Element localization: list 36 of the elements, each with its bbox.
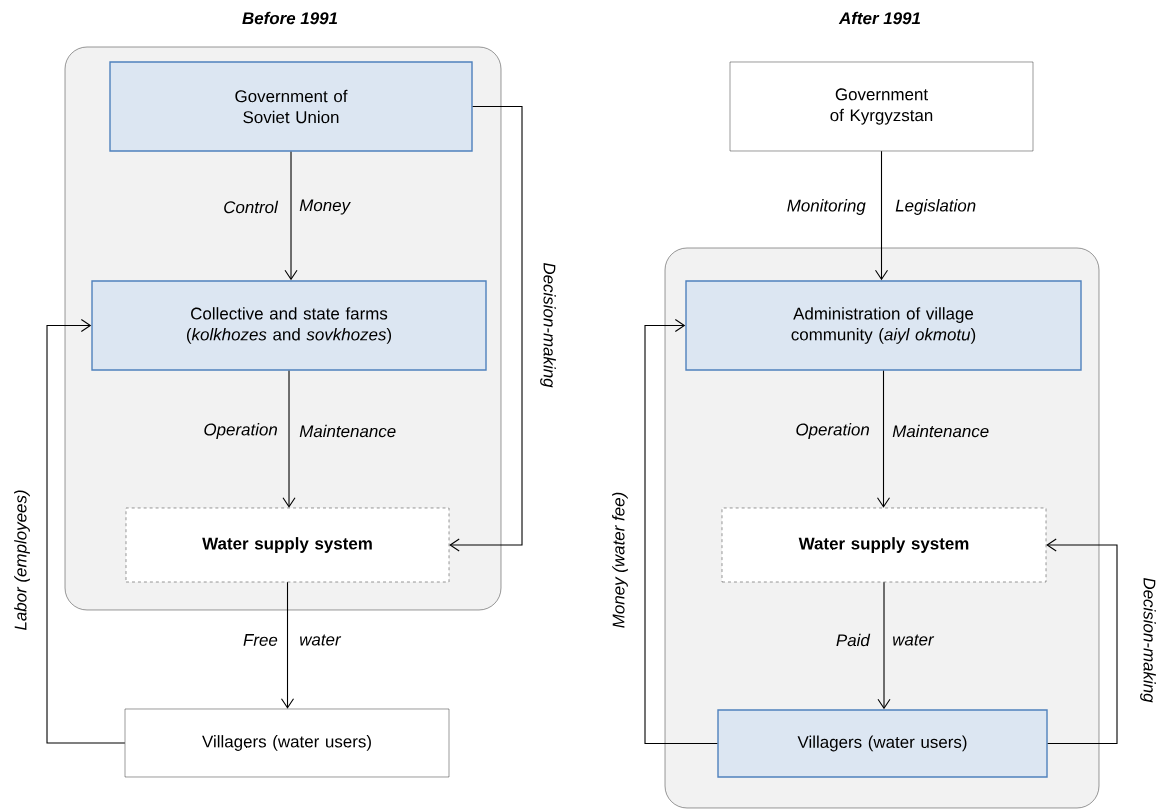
edge-label: Decision-making	[540, 262, 556, 388]
arrow	[280, 581, 295, 709]
flow-label: Maintenance	[299, 424, 396, 438]
arrow	[876, 370, 891, 508]
edge-label: Control	[224, 200, 279, 214]
edge-label: Labor (employees)	[14, 490, 30, 631]
flow-label: Maintenance	[892, 424, 989, 438]
edge-label: Free	[243, 634, 278, 646]
system-box: Water supply system	[125, 507, 450, 583]
process-box: Government of Soviet Union	[109, 61, 473, 152]
process-box: Government of Kyrgyzstan	[729, 61, 1034, 152]
process-box: Administration of village community (aiyl okmotu)	[685, 280, 1082, 371]
arrow	[877, 581, 891, 710]
edge-label: Operation	[204, 423, 278, 439]
edge-label: Monitoring	[787, 199, 866, 215]
system-box: Water supply system	[721, 507, 1047, 583]
process-box: Villagers (water users)	[124, 708, 450, 778]
heading: Before 1991	[242, 11, 338, 25]
flow-label: Money	[299, 199, 351, 215]
edge-label: Operation	[796, 423, 870, 439]
arrow	[874, 150, 889, 281]
arrow	[644, 318, 718, 745]
process-box: Villagers (water users)	[717, 709, 1048, 778]
heading: After 1991	[838, 11, 920, 25]
edge-label: Money (water fee)	[612, 492, 628, 628]
edge-label: Paid	[836, 633, 871, 647]
flow-label: water	[893, 634, 935, 646]
arrow	[282, 370, 296, 508]
arrow	[1046, 538, 1118, 745]
flow-label: Legislation	[895, 199, 976, 215]
flow-label: water	[300, 634, 342, 646]
arrow	[449, 105, 523, 552]
arrow	[46, 318, 126, 744]
process-box: Collective and state farms (kolkhozes and sovkhozes)	[91, 280, 487, 371]
arrow	[284, 151, 298, 281]
edge-label: Decision-making	[1140, 577, 1156, 703]
